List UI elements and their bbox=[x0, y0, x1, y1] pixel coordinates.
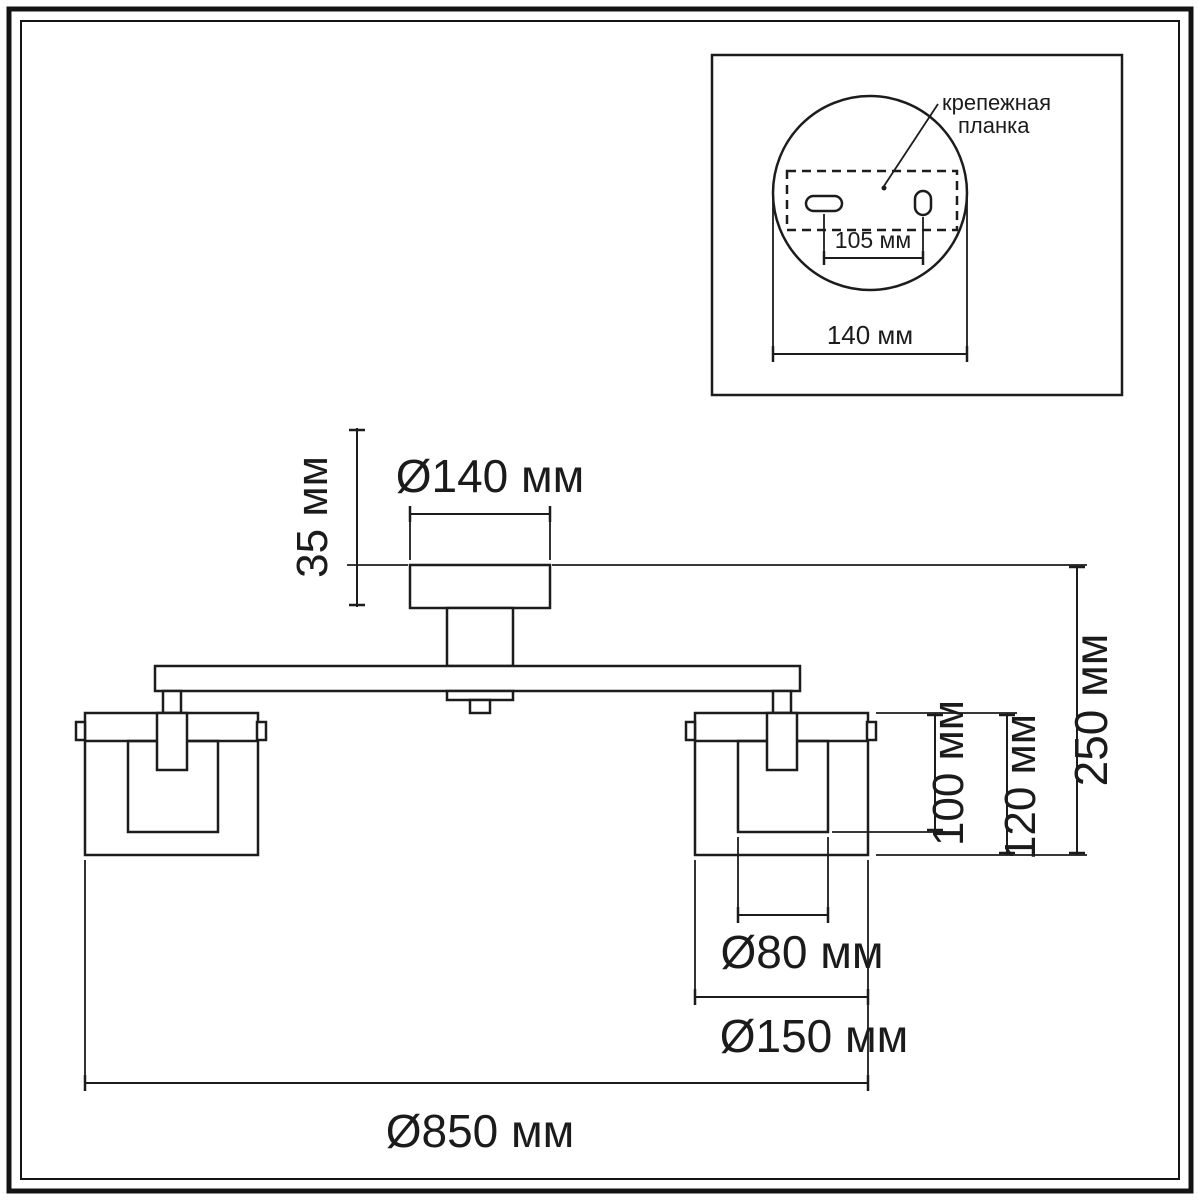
inset-border bbox=[710, 53, 1124, 397]
dim-plate-diameter-label: 140 мм bbox=[827, 320, 913, 350]
mounting-slot-left bbox=[804, 194, 844, 213]
page-frame bbox=[6, 6, 1194, 1194]
right-shade-connector bbox=[771, 689, 793, 715]
right-shade bbox=[684, 689, 878, 857]
dim-inner-shade-diameter-label: Ø80 мм bbox=[721, 926, 884, 978]
stem-tip bbox=[468, 698, 492, 715]
cross-bar bbox=[153, 664, 802, 693]
left-shade-socket bbox=[155, 711, 189, 772]
right-shade-socket bbox=[765, 711, 799, 772]
mounting-slot-right bbox=[913, 189, 933, 217]
mounting-plate-inset: крепежная планка 105 мм 140 мм bbox=[710, 53, 1124, 397]
left-shade-tab-left bbox=[74, 720, 87, 742]
dim-shade-height-label: 120 мм bbox=[996, 714, 1045, 860]
dim-inner-shade-height-label: 100 мм bbox=[924, 700, 973, 846]
dim-total-width-label: Ø850 мм bbox=[386, 1105, 575, 1157]
left-shade-tab-right bbox=[255, 720, 268, 742]
dim-shade-diameter-label: Ø150 мм bbox=[720, 1010, 909, 1062]
left-shade-connector bbox=[161, 689, 183, 715]
stem-lower bbox=[445, 689, 515, 702]
fixture-drawing bbox=[74, 563, 878, 857]
dimension-annotations: 35 мм Ø140 мм 100 мм 120 мм 250 мм bbox=[83, 428, 1117, 1157]
mounting-bar-label-line1: крепежная bbox=[942, 90, 1051, 115]
leader-line bbox=[883, 103, 939, 187]
dim-canopy-height-label: 35 мм bbox=[288, 456, 337, 578]
dim-slot-spacing-label: 105 мм bbox=[835, 227, 911, 253]
mounting-bar-label-line2: планка bbox=[958, 113, 1030, 138]
mounting-bar-outline bbox=[785, 169, 959, 232]
leader-dot bbox=[881, 185, 887, 191]
dim-canopy-diameter-label: Ø140 мм bbox=[396, 450, 585, 502]
right-shade-tab-right bbox=[865, 720, 878, 742]
left-shade bbox=[74, 689, 268, 857]
right-shade-tab-left bbox=[684, 720, 697, 742]
dim-total-height-label: 250 мм bbox=[1065, 634, 1117, 787]
canopy bbox=[408, 563, 552, 610]
canopy-stem bbox=[445, 606, 515, 668]
mounting-plate-circle bbox=[771, 94, 969, 292]
